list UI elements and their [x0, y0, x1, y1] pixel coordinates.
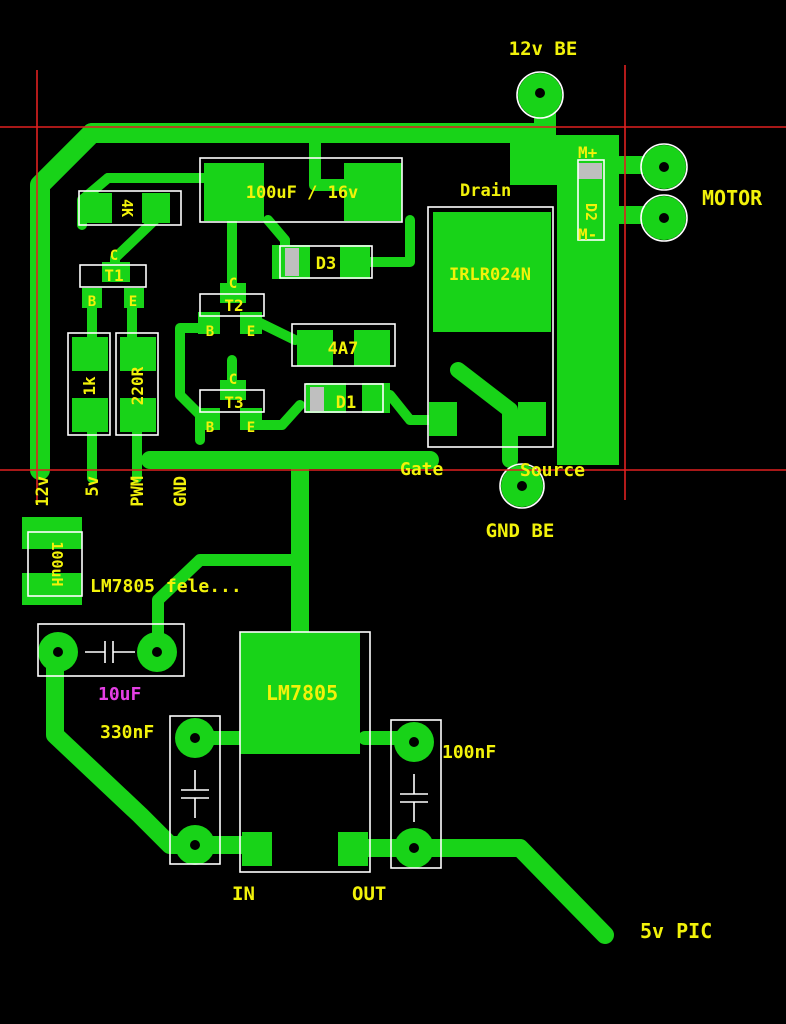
trace-d3-drain — [365, 215, 415, 267]
pad-t2-c — [220, 283, 246, 303]
label-1k: 1k — [80, 376, 99, 396]
label-100nf: 100nF — [442, 742, 496, 763]
pad-cap-right — [344, 163, 402, 221]
label-t3: T3 — [224, 393, 243, 412]
label-drain: Drain — [460, 181, 511, 201]
pad-d3-right — [340, 245, 370, 279]
label-t1: T1 — [104, 266, 123, 285]
pad-t3-e — [240, 408, 262, 430]
pad-t1-e — [124, 288, 144, 308]
label-motor-pos: M+ — [578, 143, 598, 162]
label-t3-e: E — [247, 420, 255, 436]
pad-4a7-left — [297, 330, 333, 366]
label-10uf: 10uF — [98, 684, 141, 705]
label-d1: D1 — [336, 393, 356, 413]
trace-source — [450, 362, 518, 468]
pad-t2-b — [198, 312, 220, 334]
label-t2: T2 — [224, 296, 243, 315]
drill-holes — [53, 88, 669, 853]
label-t1-b: B — [88, 294, 96, 310]
label-t3-b: B — [206, 420, 214, 436]
pad-220r-top — [120, 337, 156, 371]
label-100uh: 100uH — [48, 541, 66, 586]
label-irlr024n: IRLR024N — [449, 265, 531, 285]
trace-12v-rail — [30, 123, 102, 480]
label-d2: D2 — [582, 203, 600, 221]
pad-mosfet-source — [518, 402, 546, 436]
trace-gnd-cap — [152, 554, 306, 658]
pad-220r-bottom — [120, 398, 156, 432]
trace-4k-left — [77, 173, 113, 230]
pad-t1-b — [82, 288, 102, 308]
pad-t1-c — [102, 262, 130, 282]
label-t2-b: B — [206, 324, 214, 340]
label-5v-pic: 5v PIC — [640, 919, 712, 943]
label-220r: 220R — [128, 366, 147, 405]
label-330nf: 330nF — [100, 722, 154, 743]
label-t2-c: C — [229, 276, 237, 292]
board-edge — [0, 65, 786, 500]
label-lm7805-note: LM7805 fele... — [90, 576, 242, 597]
header-pin-pwm: PWM — [128, 476, 148, 507]
label-source: Source — [520, 460, 585, 481]
pad-1k-top — [72, 337, 108, 371]
label-gnd-be: GND BE — [486, 520, 555, 542]
pour-right — [557, 135, 619, 465]
smd-end-caps — [285, 163, 602, 411]
pad-t2-e — [240, 312, 262, 334]
pad-cap-left — [204, 163, 264, 221]
pour-mosfet-tab — [433, 212, 551, 332]
label-t1-e: E — [129, 294, 137, 310]
label-t2-e: E — [247, 324, 255, 340]
pad-1k-bottom — [72, 398, 108, 432]
label-lm7805: LM7805 — [266, 681, 338, 705]
pad-mosfet-gate — [429, 402, 457, 436]
pad-inductor-top — [22, 517, 82, 549]
pad-lm7805-tab — [240, 632, 360, 754]
pad-d1-right — [362, 383, 390, 413]
label-12v-be: 12v BE — [509, 38, 578, 60]
silkscreen — [27, 71, 688, 873]
pad-inductor-bottom — [22, 573, 82, 605]
label-motor-neg: M- — [578, 225, 597, 244]
label-gate: Gate — [400, 459, 444, 480]
label-motor: MOTOR — [702, 186, 763, 210]
label-t1-c: C — [110, 248, 118, 264]
label-4a7: 4A7 — [328, 339, 359, 359]
trace-in — [46, 646, 267, 854]
pad-lm7805-in — [242, 832, 272, 866]
pad-4k-right — [142, 193, 170, 223]
header-pin-5v: 5v — [83, 476, 103, 496]
label-d3: D3 — [316, 254, 336, 274]
header-pin-gnd: GND — [171, 476, 191, 507]
label-t3-c: C — [229, 372, 237, 388]
copper-pads — [22, 73, 686, 868]
trace-out — [341, 839, 614, 944]
label-pin-in: IN — [232, 883, 255, 905]
pad-lm7805-out — [338, 832, 368, 866]
pad-4k-left — [84, 193, 112, 223]
label-100uf-16v: 100uF / 16v — [246, 183, 359, 203]
label-pin-out: OUT — [352, 883, 386, 905]
pad-4a7-right — [354, 330, 390, 366]
label-4k: 4K — [118, 199, 136, 217]
header-pin-12v: 12v — [33, 476, 53, 507]
pad-t3-b — [198, 408, 220, 430]
